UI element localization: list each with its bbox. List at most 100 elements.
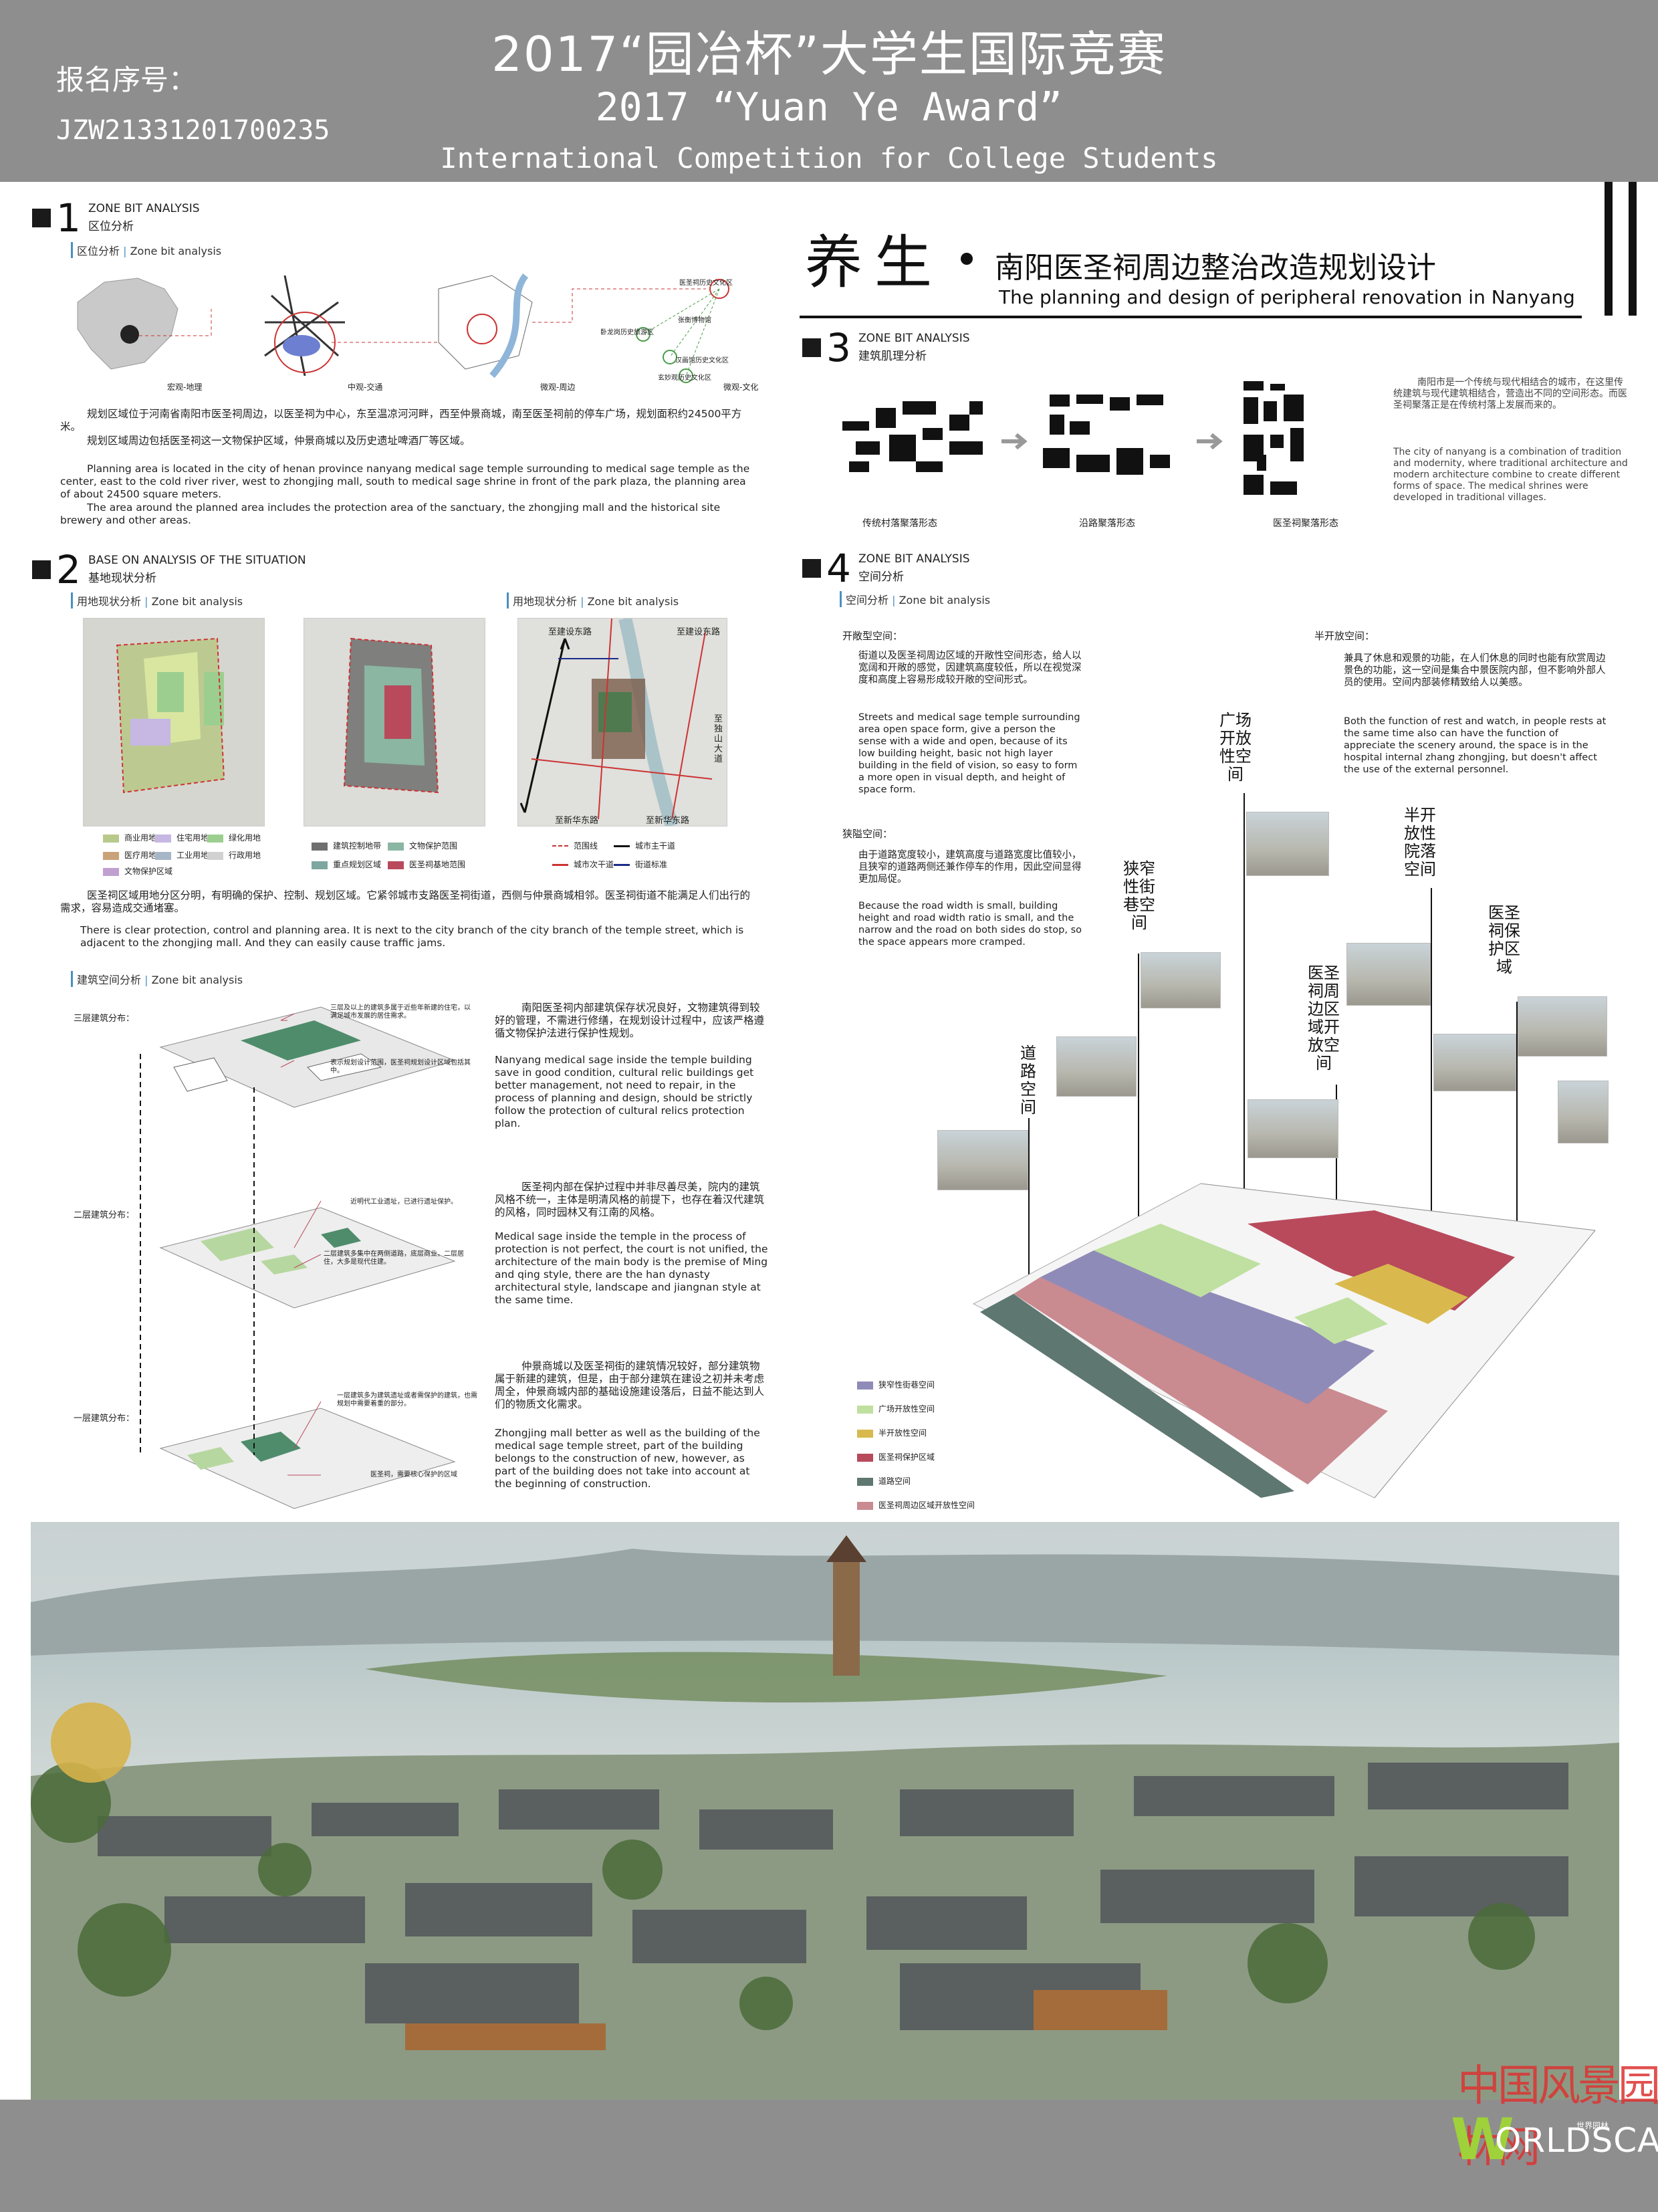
title-underline [800, 316, 1582, 318]
map-label-surrounding: 微观-周边 [540, 382, 576, 392]
roofs [98, 1763, 1568, 2030]
narrow-space-text-en: Because the road width is small, buildin… [858, 901, 1082, 948]
floor-2-label: 二层建筑分布： [74, 1210, 135, 1220]
culture-label-5: 玄妙观历史文化区 [658, 374, 711, 382]
land-use-subheading-2: 用地现状分析 | Zone bit analysis [507, 592, 679, 609]
leader-lane [1138, 954, 1139, 1272]
leader-courtyard [1431, 888, 1432, 1292]
heading-square-icon [802, 559, 821, 578]
aerial-rendering [31, 1522, 1619, 2100]
legend-green: 绿化用地 [207, 832, 261, 843]
section-number: 4 [826, 546, 851, 591]
heading-square-icon [32, 560, 51, 579]
traditional-village-form [842, 401, 983, 472]
protection-zone-map [304, 618, 485, 826]
competition-subtitle-en: International Competition for College St… [440, 142, 1218, 175]
floor-2-text-cn: 医圣祠内部在保护过程中并非尽善尽美，院内的建筑风格不统一，主体是明清风格的前提下… [495, 1181, 765, 1218]
pagoda [833, 1562, 860, 1676]
project-title-cn: 南阳医圣祠周边整治改造规划设计 [995, 251, 1436, 285]
legend-street: 街道标准 [614, 859, 667, 870]
china-map [77, 278, 179, 370]
floor-3-diagram [159, 1006, 456, 1108]
legend-control-zone: 建筑控制地带 [312, 840, 381, 851]
floor-1-text-en: Zhongjing mall better as well as the bui… [495, 1427, 760, 1490]
legend-key-planning: 重点规划区域 [312, 859, 381, 870]
zone-surrounding-open [1014, 1277, 1388, 1484]
open-space-heading: 开敞型空间： [842, 630, 903, 642]
vlabel-road-space: 道路空间 [1020, 1044, 1036, 1117]
mountains [31, 1549, 1619, 1656]
section-2-text-cn: 医圣祠区域用地分区分明，有明确的保护、控制、规划区域。它紧邻城市支路医圣祠街道，… [60, 889, 751, 914]
legend-industrial: 工业用地 [155, 849, 209, 861]
map-label-geography: 宏观-地理 [167, 382, 203, 392]
legend-narrow-lane: 狭窄性街巷空间 [857, 1379, 935, 1390]
semi-open-text-en: Both the function of rest and watch, in … [1344, 716, 1607, 775]
photo-protection-1 [1433, 1034, 1516, 1091]
section-title-en: ZONE BIT ANALYSIS [858, 332, 970, 345]
legend-administrative: 行政用地 [207, 849, 261, 861]
map-label-traffic: 中观-交通 [348, 382, 383, 392]
texture-label-2: 沿路聚落形态 [1079, 518, 1135, 529]
legend-protection-range: 文物保护范围 [388, 840, 457, 851]
legend-secondary-road: 城市次干道 [552, 859, 614, 870]
texture-label-3: 医圣祠聚落形态 [1273, 518, 1338, 529]
floor-2-note-1: 近明代工业遗址，已进行遗址保护。 [350, 1198, 457, 1206]
semi-open-text-cn: 兼具了休息和观景的功能，在人们休息的同时也能有欣赏周边景色的功能，这一空间是集合… [1344, 653, 1606, 688]
legend-protection: 医圣祠保护区域 [857, 1451, 935, 1462]
watermark-chinese: 中国风景园林网 [1457, 2062, 1658, 2173]
watermark-small: 世界园林 [1576, 2121, 1609, 2130]
project-title-en: The planning and design of peripheral re… [999, 286, 1575, 308]
zone-protection [1248, 1210, 1515, 1311]
narrow-space-heading: 狭隘空间： [842, 828, 893, 840]
zone-road [980, 1294, 1294, 1498]
section-4-subheading: 空间分析 | Zone bit analysis [840, 591, 990, 607]
floor-1-label: 一层建筑分布： [74, 1414, 135, 1424]
section-1-text-en-1: Planning area is located in the city of … [60, 463, 750, 500]
section-1-subheading: 区位分析 | Zone bit analysis [71, 242, 221, 258]
section-3-heading: 3 ZONE BIT ANALYSIS 建筑肌理分析 [802, 325, 1070, 370]
section-1-heading: 1 ZONE BIT ANALYSIS 区位分析 [32, 195, 300, 241]
roadside-settlement-form [1043, 395, 1170, 475]
registration-label: 报名序号： [56, 64, 197, 96]
photo-protection-3 [1558, 1081, 1609, 1143]
vlabel-protection-zone: 医圣祠保护区域 [1488, 903, 1520, 976]
vlabel-narrow-lane: 狭窄性街巷空间 [1123, 859, 1155, 932]
floor-3-note-2: 表示规划设计范围，医圣祠规划设计区域包括其中。 [330, 1059, 471, 1075]
section-3-text-en: The city of nanyang is a combination of … [1393, 447, 1628, 503]
title-big-characters: 养生 [805, 229, 944, 296]
registration-number: JZW21331201700235 [56, 115, 330, 146]
map-label-culture: 微观-文化 [723, 382, 759, 392]
section-title-cn: 空间分析 [858, 570, 904, 584]
floor-3-label: 三层建筑分布： [74, 1014, 135, 1024]
henan-highlight [120, 325, 139, 344]
competition-title-en: 2017 “Yuan Ye Award” [595, 84, 1063, 130]
open-space-text-en: Streets and medical sage temple surround… [858, 712, 1080, 795]
heading-square-icon [32, 209, 51, 227]
photo-plaza [1246, 812, 1329, 876]
road-label-south-2: 至新华东路 [646, 816, 690, 826]
legend-road: 道路空间 [857, 1475, 911, 1486]
section-2-heading: 2 BASE ON ANALYSIS OF THE SITUATION 基地现状… [32, 547, 366, 592]
section-number: 3 [826, 325, 851, 370]
temple-settlement-form [1244, 381, 1304, 495]
building-floor-diagrams [140, 1006, 456, 1509]
zone-semi-open [1334, 1264, 1468, 1324]
floor-2-text-en: Medical sage inside the temple in the pr… [495, 1230, 768, 1306]
section-4-heading: 4 ZONE BIT ANALYSIS 空间分析 [802, 546, 1070, 591]
location-maps [77, 273, 729, 383]
road-network-map [517, 618, 727, 826]
culture-label-4: 汉画馆历史文化区 [675, 357, 729, 364]
heading-square-icon [802, 338, 821, 357]
section-title-en: BASE ON ANALYSIS OF THE SITUATION [88, 554, 306, 567]
floor-1-text-cn: 仲景商城以及医圣祠街的建筑情况较好，部分建筑物属于新建的建筑，但是，由于部分建筑… [495, 1360, 765, 1410]
culture-label-1: 医圣祠历史文化区 [679, 280, 733, 287]
legend-site-range: 医圣祠基地范围 [388, 859, 465, 870]
settlement-form-diagrams [842, 381, 1304, 495]
floor-3-note-1: 三层及以上的建筑多属于近些年新建的住宅，以满足城市发展的居住需求。 [330, 1004, 471, 1020]
zone-plaza [1094, 1224, 1261, 1297]
floor-1-diagram [159, 1408, 456, 1509]
surrounding-map [438, 273, 533, 378]
road-label-south-1: 至新华东路 [555, 816, 599, 826]
section-title-cn: 区位分析 [88, 220, 134, 233]
legend-heritage: 文物保护区域 [103, 865, 172, 877]
